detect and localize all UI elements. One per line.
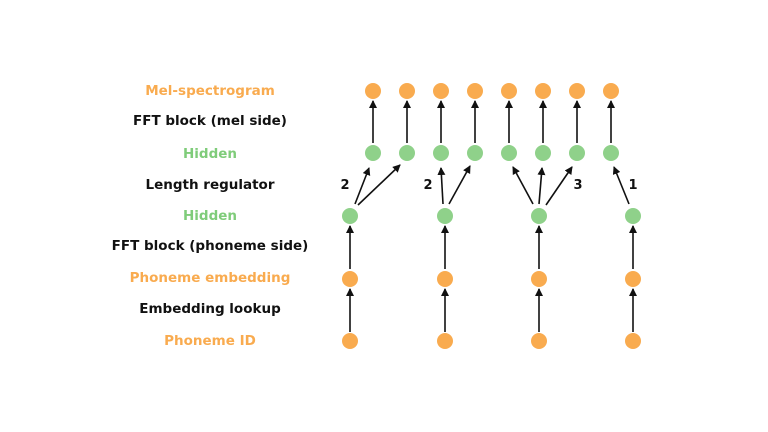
arrow-expand-1b [357,164,401,206]
hidden-mel-label: Hidden [183,146,237,162]
phoneme-id-node [342,333,358,349]
duration-phoneme-4: 1 [628,178,637,193]
phoneme-id-node [531,333,547,349]
hidden-mel-node [535,145,551,161]
mel-frame-node [467,83,483,99]
phoneme-id-label: Phoneme ID [164,333,256,349]
hidden-phoneme-node [625,208,641,224]
hidden-phoneme-label: Hidden [183,208,237,224]
mel-spectrogram-label: Mel-spectrogram [145,83,275,99]
phoneme-embedding-node [437,271,453,287]
length-regulator-label: Length regulator [145,177,274,193]
hidden-mel-node [501,145,517,161]
mel-frame-node [603,83,619,99]
duration-phoneme-1: 2 [340,178,349,193]
duration-phoneme-3: 3 [573,178,582,193]
arrow-expand-3c [545,166,573,206]
mel-frame-node [501,83,517,99]
hidden-phoneme-node [437,208,453,224]
mel-frame-node [433,83,449,99]
hidden-mel-node [399,145,415,161]
hidden-phoneme-node [531,208,547,224]
hidden-phoneme-node [342,208,358,224]
nodes-layer [342,83,641,349]
mel-frame-node [535,83,551,99]
phoneme-id-node [625,333,641,349]
embedding-lookup-label: Embedding lookup [139,301,281,317]
mel-frame-node [569,83,585,99]
arrow-expand-2b [448,165,471,205]
hidden-mel-node [603,145,619,161]
mel-frame-node [365,83,381,99]
phoneme-embedding-node [625,271,641,287]
hidden-mel-node [365,145,381,161]
phoneme-id-node [437,333,453,349]
arrow-expand-1a [354,167,371,205]
hidden-mel-node [433,145,449,161]
arrows-layer [346,100,637,332]
fft-block-phoneme-label: FFT block (phoneme side) [112,238,309,254]
phoneme-embedding-node [531,271,547,287]
phoneme-embedding-label: Phoneme embedding [130,270,291,286]
arrow-expand-2a [437,167,446,205]
arrow-expand-3b [537,167,546,205]
phoneme-embedding-node [342,271,358,287]
duration-phoneme-2: 2 [423,178,432,193]
arrow-expand-4a [612,166,630,205]
mel-frame-node [399,83,415,99]
arrow-expand-3a [512,166,534,205]
hidden-mel-node [569,145,585,161]
fft-block-mel-label: FFT block (mel side) [133,113,287,129]
hidden-mel-node [467,145,483,161]
